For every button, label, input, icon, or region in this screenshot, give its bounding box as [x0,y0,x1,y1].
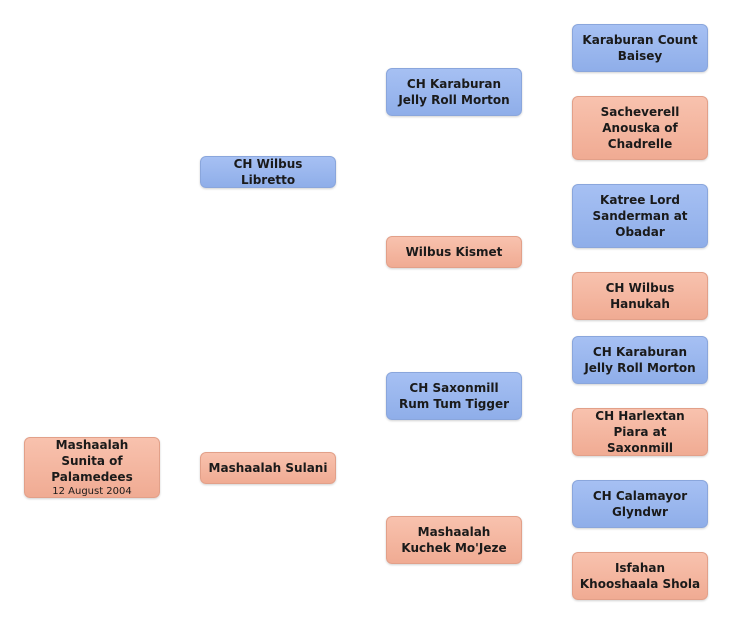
great-grandparent-7-node[interactable]: CH Calamayor Glyndwr [572,480,708,528]
great-grandparent-5-name: CH Karaburan Jelly Roll Morton [584,345,696,375]
great-grandparent-6-name: CH Harlextan Piara at Saxonmill [595,409,685,455]
great-grandparent-6-node[interactable]: CH Harlextan Piara at Saxonmill [572,408,708,456]
great-grandparent-4-name: CH Wilbus Hanukah [605,281,675,311]
pedigree-subject[interactable]: Mashaalah Sunita of Palamedees 12 August… [24,437,160,498]
subject-birth-date: 12 August 2004 [52,486,132,497]
dam-sire-node[interactable]: CH Saxonmill Rum Tum Tigger [386,372,522,420]
great-grandparent-2-node[interactable]: Sacheverell Anouska of Chadrelle [572,96,708,160]
sire-dam-node[interactable]: Wilbus Kismet [386,236,522,268]
dam-dam-node[interactable]: Mashaalah Kuchek Mo'Jeze [386,516,522,564]
great-grandparent-2-name: Sacheverell Anouska of Chadrelle [600,105,680,151]
sire-sire-name: CH Karaburan Jelly Roll Morton [398,77,510,107]
great-grandparent-1-name: Karaburan Count Baisey [582,33,698,63]
great-grandparent-8-name: Isfahan Khooshaala Shola [579,561,701,591]
great-grandparent-7-name: CH Calamayor Glyndwr [592,489,688,519]
sire-name: CH Wilbus Libretto [233,157,303,187]
sire-node[interactable]: CH Wilbus Libretto [200,156,336,188]
great-grandparent-1-node[interactable]: Karaburan Count Baisey [572,24,708,72]
great-grandparent-5-node[interactable]: CH Karaburan Jelly Roll Morton [572,336,708,384]
subject-name: Mashaalah Sunita of Palamedees [51,438,133,484]
great-grandparent-3-name: Katree Lord Sanderman at Obadar [592,193,688,239]
great-grandparent-4-node[interactable]: CH Wilbus Hanukah [572,272,708,320]
sire-sire-node[interactable]: CH Karaburan Jelly Roll Morton [386,68,522,116]
dam-node[interactable]: Mashaalah Sulani [200,452,336,484]
great-grandparent-3-node[interactable]: Katree Lord Sanderman at Obadar [572,184,708,248]
dam-dam-name: Mashaalah Kuchek Mo'Jeze [401,525,507,555]
great-grandparent-8-node[interactable]: Isfahan Khooshaala Shola [572,552,708,600]
dam-name: Mashaalah Sulani [208,461,328,475]
dam-sire-name: CH Saxonmill Rum Tum Tigger [398,381,510,411]
sire-dam-name: Wilbus Kismet [405,245,503,259]
